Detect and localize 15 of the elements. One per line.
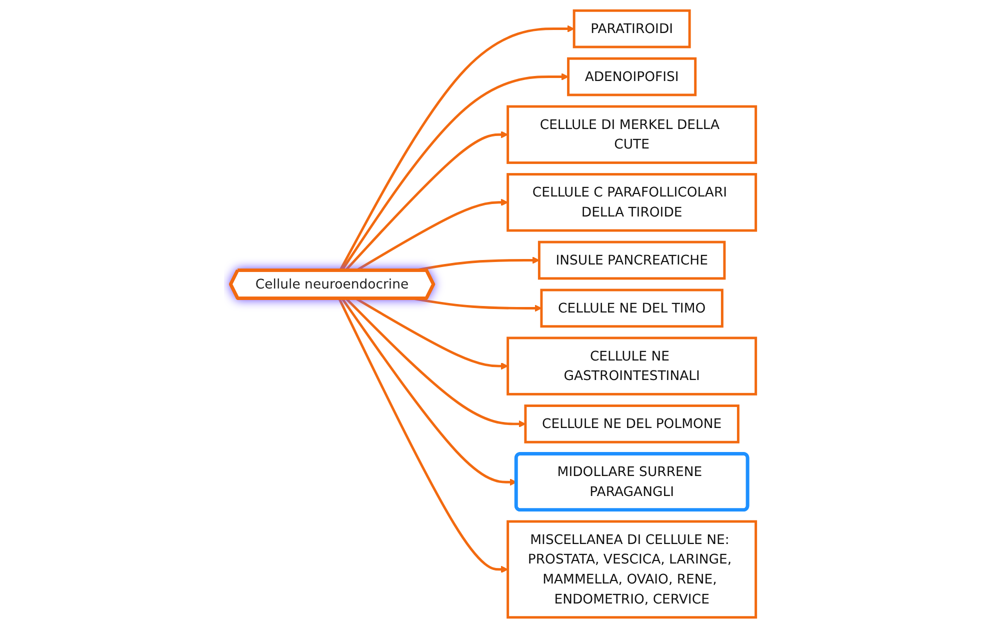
node-box: INSULE PANCREATICHE: [538, 240, 726, 280]
arrow: [413, 296, 542, 312]
node-box: CELLULE C PARAFOLLICOLARI DELLA TIROIDE: [506, 172, 757, 232]
arrow: [338, 24, 574, 271]
arrow: [355, 297, 508, 370]
node-box: PARATIROIDI: [572, 8, 691, 48]
arrow: [340, 72, 568, 271]
node-box: CELLULE NE DEL TIMO: [540, 288, 724, 328]
node-box: ADENOIPOFISI: [566, 56, 696, 96]
arrow: [345, 297, 526, 428]
node-box: MISCELLANEA DI CELLULE NE: PROSTATA, VESCICA, LARINGE, MAMMELLA, OVAIO, RENE, ENDOMETRIO, CERVICE: [506, 520, 757, 618]
node-box: CELLULE DI MERKEL DELLA CUTE: [506, 104, 757, 164]
node-box: CELLULE NE DEL POLMONE: [524, 404, 740, 443]
arrow: [338, 298, 508, 573]
node-box: CELLULE NE GASTROINTESTINALI: [506, 336, 757, 395]
